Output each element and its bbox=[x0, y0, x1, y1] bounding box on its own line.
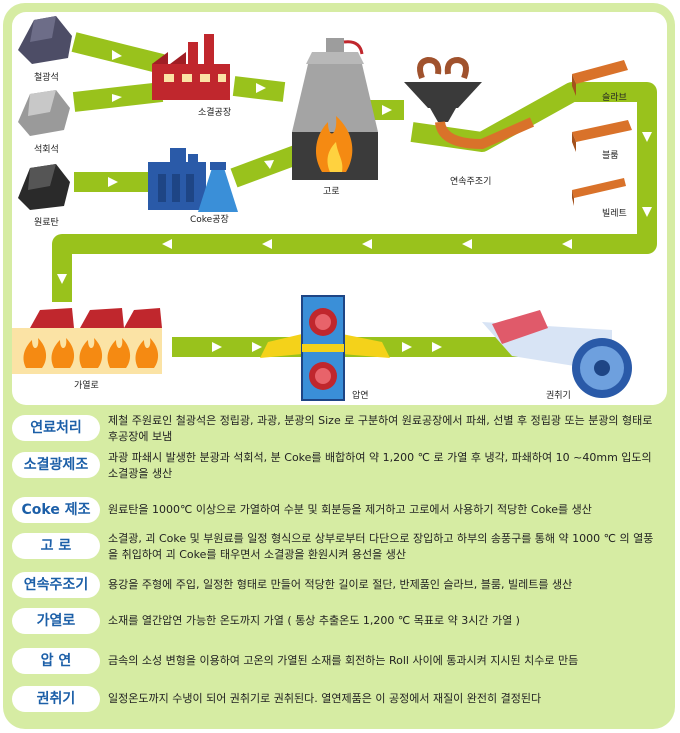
legend-term: 고 로 bbox=[12, 533, 100, 559]
legend-row: 권취기 일정온도까지 수냉이 되어 권취기로 권취된다. 열연제품은 이 공정에… bbox=[12, 684, 664, 714]
label-sinter-plant: 소결공장 bbox=[198, 108, 232, 118]
slab-icon bbox=[572, 60, 628, 96]
arrow bbox=[162, 239, 172, 249]
process-diagram: 철광석 석회석 원료탄 소결공장 Coke공장 고로 연속주조기 슬라브 블룸 … bbox=[12, 12, 667, 405]
continuous-caster-icon bbox=[404, 56, 535, 150]
arrow bbox=[262, 239, 272, 249]
arrow bbox=[642, 132, 652, 142]
label-coiler: 권취기 bbox=[546, 391, 571, 401]
legend-desc: 소재를 열간압연 가능한 온도까지 가열 ( 통상 추출온도 1,200 ℃ 목… bbox=[108, 614, 520, 627]
arrow bbox=[382, 105, 392, 115]
arrow bbox=[462, 239, 472, 249]
legend-desc: 용강을 주형에 주입, 일정한 형태로 만들어 적당한 길이로 절단, 반제품인… bbox=[108, 578, 573, 591]
legend-term: 소결광제조 bbox=[12, 452, 100, 478]
arrow bbox=[108, 177, 118, 187]
legend-row: Coke 제조 원료탄을 1000℃ 이상으로 가열하여 수분 및 회분등을 제… bbox=[12, 495, 664, 525]
legend-term: 연료처리 bbox=[12, 415, 100, 441]
limestone-pile-icon bbox=[18, 90, 70, 136]
arrow bbox=[562, 239, 572, 249]
legend-row: 고 로 소결광, 괴 Coke 및 부원료를 일정 형식으로 상부로부터 다단으… bbox=[12, 531, 664, 561]
legend-desc: 과광 파쇄시 발생한 분광과 석회석, 분 Coke를 배합하여 약 1,200… bbox=[108, 451, 652, 480]
legend-desc: 금속의 소성 변형을 이용하여 고온의 가열된 소재를 회전하는 Roll 사이… bbox=[108, 654, 579, 667]
legend-desc: 원료탄을 1000℃ 이상으로 가열하여 수분 및 회분등을 제거하고 고로에서… bbox=[108, 503, 592, 516]
legend-term: 권취기 bbox=[12, 686, 100, 712]
arrow bbox=[252, 342, 262, 352]
label-coke-plant: Coke공장 bbox=[190, 215, 229, 225]
legend-row: 압 연 금속의 소성 변형을 이용하여 고온의 가열된 소재를 회전하는 Rol… bbox=[12, 646, 664, 676]
billet-icon bbox=[572, 178, 626, 206]
iron-ore-pile-icon bbox=[18, 16, 72, 64]
arrow bbox=[57, 274, 67, 284]
legend-term: 연속주조기 bbox=[12, 572, 100, 598]
label-bloom: 블룸 bbox=[602, 151, 619, 161]
belt-ore-to-sinter bbox=[71, 32, 165, 74]
process-flow-graphic bbox=[12, 16, 657, 401]
reheating-furnace-icon bbox=[12, 308, 162, 374]
legend-row: 연료처리 제철 주원료인 철광석은 정립광, 과광, 분광의 Size 로 구분… bbox=[12, 413, 664, 443]
legend-term: Coke 제조 bbox=[12, 497, 100, 523]
arrow bbox=[212, 342, 222, 352]
blast-furnace-icon bbox=[292, 38, 378, 180]
coal-pile-icon bbox=[18, 164, 70, 210]
coke-plant-icon bbox=[148, 148, 238, 212]
label-reheating-furnace: 가열로 bbox=[74, 381, 99, 391]
legend-row: 가열로 소재를 열간압연 가능한 온도까지 가열 ( 통상 추출온도 1,200… bbox=[12, 606, 664, 636]
legend-term: 가열로 bbox=[12, 608, 100, 634]
arrow bbox=[362, 239, 372, 249]
arrow bbox=[256, 83, 266, 93]
label-billet: 빌레트 bbox=[602, 209, 627, 219]
label-coal: 원료탄 bbox=[34, 218, 59, 228]
arrow bbox=[402, 342, 412, 352]
arrow bbox=[112, 50, 122, 60]
arrow bbox=[642, 207, 652, 217]
label-iron-ore: 철광석 bbox=[34, 73, 59, 83]
belt-arrows bbox=[57, 50, 652, 352]
bloom-icon bbox=[572, 120, 632, 152]
legend-desc: 소결광, 괴 Coke 및 부원료를 일정 형식으로 상부로부터 다단으로 장입… bbox=[108, 532, 654, 561]
legend-row: 소결광제조 과광 파쇄시 발생한 분광과 석회석, 분 Coke를 배합하여 약… bbox=[12, 450, 664, 480]
label-limestone: 석회석 bbox=[34, 145, 59, 155]
arrow bbox=[112, 94, 122, 102]
legend-term: 압 연 bbox=[12, 648, 100, 674]
arrow bbox=[432, 342, 442, 352]
sinter-plant-icon bbox=[152, 34, 230, 100]
rolling-mill-icon bbox=[260, 295, 390, 401]
legend-row: 연속주조기 용강을 주형에 주입, 일정한 형태로 만들어 적당한 길이로 절단… bbox=[12, 570, 664, 600]
arrow bbox=[264, 160, 274, 169]
legend-desc: 제철 주원료인 철광석은 정립광, 과광, 분광의 Size 로 구분하여 원료… bbox=[108, 414, 653, 443]
label-blast-furnace: 고로 bbox=[323, 187, 340, 197]
legend-desc: 일정온도까지 수냉이 되어 권취기로 권취된다. 열연제품은 이 공정에서 재질… bbox=[108, 692, 542, 705]
label-continuous-caster: 연속주조기 bbox=[450, 177, 492, 187]
label-rolling: 압연 bbox=[352, 391, 369, 401]
coiler-icon bbox=[482, 310, 632, 398]
label-slab: 슬라브 bbox=[602, 93, 627, 103]
